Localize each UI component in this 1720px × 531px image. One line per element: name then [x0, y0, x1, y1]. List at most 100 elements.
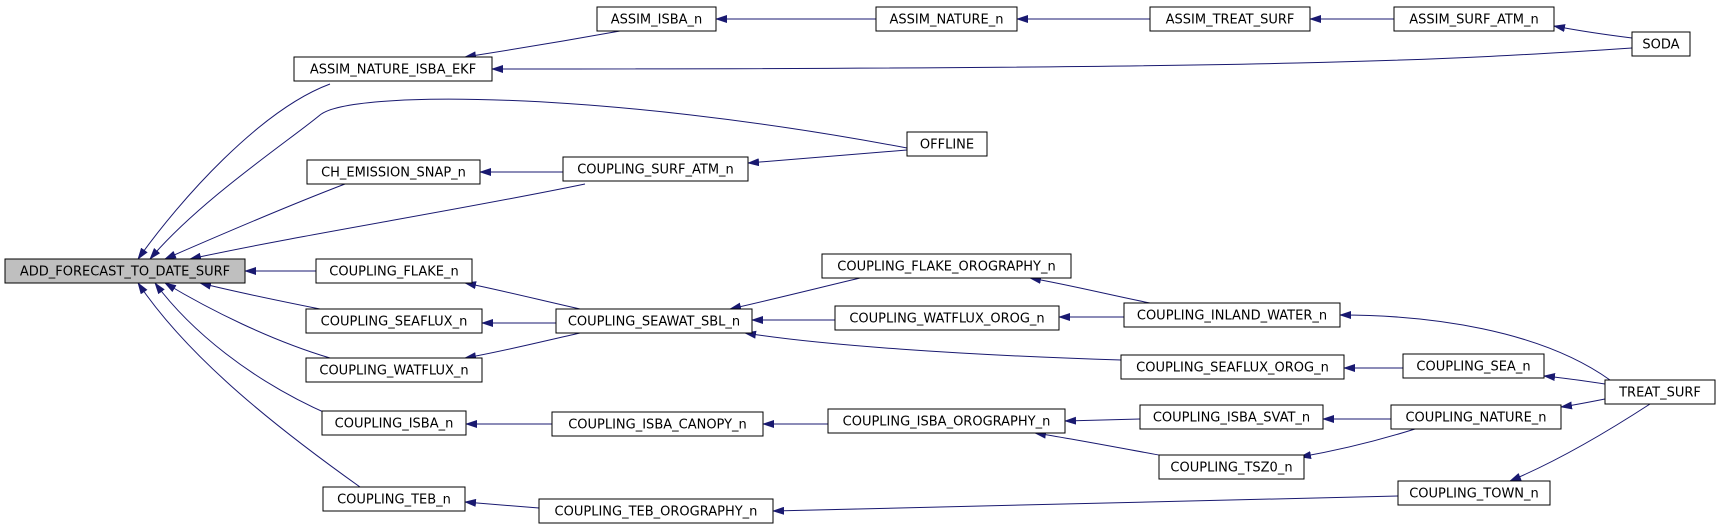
node-box[interactable]: [322, 486, 466, 512]
edge-arrow: [772, 495, 1399, 515]
node-layer: ADD_FORECAST_TO_DATE_SURF ASSIM_NATURE_IS…: [4, 6, 1716, 524]
node-box[interactable]: [306, 159, 481, 185]
node-coupling-isba-orography[interactable]: COUPLING_ISBA_OROGRAPHY_n: [827, 408, 1066, 434]
node-label: COUPLING_WATFLUX_n: [319, 364, 468, 379]
node-label: ASSIM_SURF_ATM_n: [1409, 13, 1539, 28]
node-label: ADD_FORECAST_TO_DATE_SURF: [20, 265, 230, 280]
node-box[interactable]: [821, 253, 1072, 279]
edge-coupling-isba-svat-to-coupling-isba-orography: [1064, 416, 1141, 425]
node-box[interactable]: [875, 6, 1018, 32]
node-coupling-isba-svat[interactable]: COUPLING_ISBA_SVAT_n: [1139, 404, 1324, 430]
edge-coupling-teb-to-add-forecast: [137, 282, 361, 488]
edge-coupling-seawat-sbl-to-coupling-watflux: [464, 332, 581, 361]
node-assim-isba[interactable]: ASSIM_ISBA_n: [596, 6, 717, 32]
node-box[interactable]: [551, 411, 764, 437]
node-coupling-sea[interactable]: COUPLING_SEA_n: [1402, 353, 1545, 379]
node-label: COUPLING_ISBA_n: [335, 417, 454, 432]
node-coupling-seawat-sbl[interactable]: COUPLING_SEAWAT_SBL_n: [555, 308, 753, 334]
edge-arrow: [729, 277, 861, 311]
node-soda[interactable]: SODA: [1631, 31, 1691, 57]
node-coupling-teb-orography[interactable]: COUPLING_TEB_OROGRAPHY_n: [538, 498, 774, 524]
node-coupling-town[interactable]: COUPLING_TOWN_n: [1397, 480, 1551, 506]
edge-ch-emission-snap-to-add-forecast: [164, 183, 346, 260]
edge-coupling-surf-atm-to-add-forecast: [189, 183, 586, 261]
edge-arrow: [164, 183, 346, 260]
edge-treat-surf-to-coupling-town: [1509, 403, 1651, 482]
node-box[interactable]: [596, 6, 717, 32]
node-coupling-seaflux[interactable]: COUPLING_SEAFLUX_n: [305, 308, 483, 334]
edge-coupling-seaflux-orog-to-coupling-seawat-sbl: [744, 330, 1122, 361]
node-label: COUPLING_NATURE_n: [1405, 411, 1546, 426]
edge-treat-surf-to-coupling-nature: [1560, 397, 1611, 410]
node-box[interactable]: [1402, 353, 1545, 379]
node-assim-nature[interactable]: ASSIM_NATURE_n: [875, 6, 1018, 32]
node-ch-emission-snap[interactable]: CH_EMISSION_SNAP_n: [306, 159, 481, 185]
node-label: COUPLING_TOWN_n: [1409, 487, 1539, 502]
node-label: COUPLING_TEB_OROGRAPHY_n: [555, 505, 758, 520]
node-box[interactable]: [555, 308, 753, 334]
node-coupling-flake[interactable]: COUPLING_FLAKE_n: [315, 258, 473, 284]
node-label: COUPLING_TEB_n: [337, 493, 451, 508]
node-coupling-teb[interactable]: COUPLING_TEB_n: [322, 486, 466, 512]
node-box[interactable]: [1120, 354, 1345, 380]
node-offline[interactable]: OFFLINE: [906, 131, 988, 157]
edge-treat-surf-to-coupling-sea: [1543, 373, 1606, 385]
node-box[interactable]: [1123, 302, 1341, 328]
node-box[interactable]: [1139, 404, 1324, 430]
node-label: ASSIM_TREAT_SURF: [1166, 13, 1295, 28]
node-box[interactable]: [321, 410, 467, 436]
node-box[interactable]: [834, 305, 1060, 331]
node-add-forecast[interactable]: ADD_FORECAST_TO_DATE_SURF: [4, 258, 246, 284]
node-coupling-tsz0[interactable]: COUPLING_TSZ0_n: [1158, 454, 1305, 480]
edge-coupling-tsz0-to-coupling-isba-orography: [1034, 430, 1171, 458]
node-assim-nature-isba-ekf[interactable]: ASSIM_NATURE_ISBA_EKF: [293, 56, 493, 82]
node-box[interactable]: [305, 357, 483, 383]
edge-arrow: [1029, 275, 1151, 304]
node-coupling-watflux-orog[interactable]: COUPLING_WATFLUX_OROG_n: [834, 305, 1060, 331]
edge-coupling-flake-orography-to-coupling-seawat-sbl: [729, 277, 861, 311]
edge-coupling-teb-orography-to-coupling-teb: [464, 498, 540, 509]
node-coupling-nature[interactable]: COUPLING_NATURE_n: [1390, 404, 1562, 430]
edge-arrow: [1064, 416, 1141, 425]
node-coupling-seaflux-orog[interactable]: COUPLING_SEAFLUX_OROG_n: [1120, 354, 1345, 380]
node-coupling-watflux[interactable]: COUPLING_WATFLUX_n: [305, 357, 483, 383]
edge-arrow: [1339, 311, 1611, 381]
node-box[interactable]: [906, 131, 988, 157]
node-box[interactable]: [1390, 404, 1562, 430]
node-treat-surf[interactable]: TREAT_SURF: [1604, 379, 1716, 405]
node-label: OFFLINE: [920, 138, 974, 153]
node-box[interactable]: [1604, 379, 1716, 405]
node-label: COUPLING_ISBA_OROGRAPHY_n: [843, 415, 1051, 430]
node-coupling-isba[interactable]: COUPLING_ISBA_n: [321, 410, 467, 436]
edge-offline-to-coupling-surf-atm: [747, 149, 908, 167]
node-label: COUPLING_FLAKE_OROGRAPHY_n: [837, 260, 1055, 275]
node-box[interactable]: [4, 258, 246, 284]
node-coupling-surf-atm[interactable]: COUPLING_SURF_ATM_n: [562, 156, 749, 182]
edge-arrow: [199, 281, 321, 310]
node-coupling-isba-canopy[interactable]: COUPLING_ISBA_CANOPY_n: [551, 411, 764, 437]
edge-arrow: [747, 149, 908, 167]
node-assim-surf-atm[interactable]: ASSIM_SURF_ATM_n: [1393, 6, 1555, 32]
node-box[interactable]: [1631, 31, 1691, 57]
edge-treat-surf-to-coupling-inland-water: [1339, 311, 1611, 381]
node-assim-treat-surf[interactable]: ASSIM_TREAT_SURF: [1149, 6, 1311, 32]
node-box[interactable]: [305, 308, 483, 334]
node-box[interactable]: [562, 156, 749, 182]
edge-arrow: [137, 282, 361, 488]
node-label: ASSIM_NATURE_n: [890, 13, 1004, 28]
edge-coupling-watflux-to-add-forecast: [164, 282, 331, 359]
node-box[interactable]: [1149, 6, 1311, 32]
node-box[interactable]: [1393, 6, 1555, 32]
node-box[interactable]: [1397, 480, 1551, 506]
node-box[interactable]: [827, 408, 1066, 434]
edge-coupling-isba-to-add-forecast: [154, 282, 331, 416]
node-label: COUPLING_SEAFLUX_n: [321, 315, 468, 330]
edge-arrow: [149, 98, 908, 260]
node-box[interactable]: [315, 258, 473, 284]
node-box[interactable]: [538, 498, 774, 524]
node-box[interactable]: [293, 56, 493, 82]
edge-arrow: [491, 47, 1633, 73]
node-box[interactable]: [1158, 454, 1305, 480]
node-coupling-inland-water[interactable]: COUPLING_INLAND_WATER_n: [1123, 302, 1341, 328]
node-coupling-flake-orography[interactable]: COUPLING_FLAKE_OROGRAPHY_n: [821, 253, 1072, 279]
